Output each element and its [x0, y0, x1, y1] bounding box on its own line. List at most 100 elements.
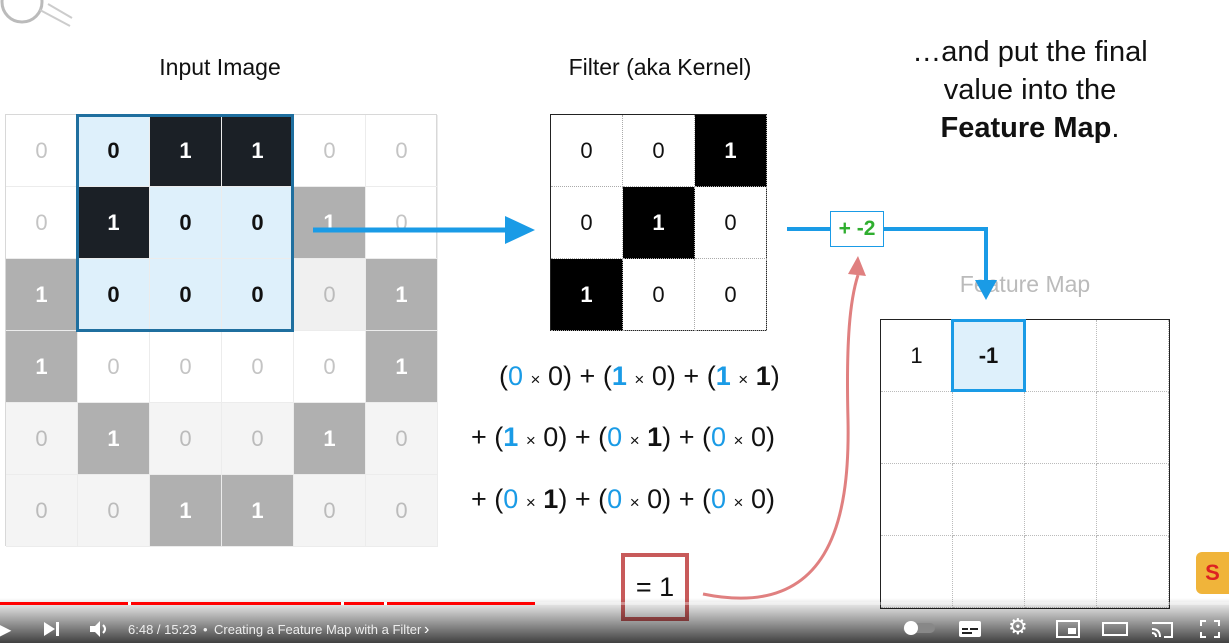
input-term: 0: [607, 484, 623, 514]
input-cell: 0: [366, 475, 438, 547]
input-cell: 0: [78, 331, 150, 403]
feature-map-cell: [1097, 392, 1169, 464]
chapter-gap-2: [341, 602, 344, 605]
progress-track[interactable]: [0, 602, 1229, 605]
caption-bold: Feature Map: [940, 112, 1112, 144]
input-term: 0: [607, 422, 623, 452]
input-cell: 0: [150, 331, 222, 403]
filter-term: 1: [755, 361, 771, 391]
close-paren: ): [766, 422, 776, 452]
close-paren: ): [666, 361, 676, 391]
subtitles-icon[interactable]: [958, 619, 982, 643]
miniplayer-icon[interactable]: [1056, 619, 1080, 643]
times-sign: ×: [525, 431, 536, 450]
input-cell: 0: [294, 259, 366, 331]
chapter-title[interactable]: Creating a Feature Map with a Filter: [214, 622, 422, 637]
cast-icon[interactable]: [1150, 619, 1174, 643]
filter-term: 0: [548, 361, 564, 391]
input-cell: 0: [78, 475, 150, 547]
open-paren: (: [701, 484, 711, 514]
input-cell: 0: [150, 259, 222, 331]
settings-gear-icon[interactable]: ⚙: [1008, 614, 1028, 639]
input-image-title: Input Image: [159, 54, 281, 80]
input-cell: 1: [6, 331, 78, 403]
video-player-controls: ▶ 6:48 / 15:23 • Creating a Feature Map …: [0, 598, 1229, 643]
chapter-gap-3: [384, 602, 387, 605]
input-cell: 1: [150, 115, 222, 187]
open-paren: (: [494, 484, 504, 514]
input-cell: 0: [78, 259, 150, 331]
filter-cell: 0: [695, 187, 767, 259]
caption-line-3: Feature Map.: [880, 109, 1180, 147]
times-sign: ×: [530, 370, 541, 389]
open-paren: (: [602, 361, 612, 391]
time-display: 6:48 / 15:23: [128, 622, 197, 637]
input-term: 0: [508, 361, 524, 391]
open-paren: (: [499, 361, 508, 391]
filter-title: Filter (aka Kernel): [568, 54, 752, 80]
theater-mode-icon[interactable]: [1102, 619, 1128, 643]
feature-map-cell: [881, 392, 953, 464]
channel-logo: [0, 0, 75, 38]
open-paren: (: [598, 484, 608, 514]
input-cell: 1: [366, 331, 438, 403]
channel-sticker: S: [1196, 552, 1229, 594]
filter-cell: 0: [623, 115, 695, 187]
filter-term: 0: [750, 422, 767, 452]
play-icon[interactable]: ▶: [0, 619, 12, 641]
progress-played: [0, 602, 535, 605]
caption-period: .: [1111, 112, 1120, 144]
input-term: 0: [503, 484, 519, 514]
input-cell: 1: [150, 475, 222, 547]
close-paren: ): [770, 361, 780, 391]
plus-sign: +: [579, 361, 596, 391]
plus-sign: +: [683, 361, 700, 391]
bias-to-feature-map-line: [884, 227, 988, 282]
times-sign: ×: [525, 493, 536, 512]
plus-sign: +: [471, 484, 487, 514]
open-paren: (: [494, 422, 504, 452]
feature-map-cell: [953, 464, 1025, 536]
close-paren: ): [558, 422, 568, 452]
result-curve-arrowhead: [848, 256, 866, 276]
input-term: 1: [715, 361, 731, 391]
input-cell: 0: [222, 331, 294, 403]
input-cell: 1: [78, 187, 150, 259]
autoplay-toggle-icon[interactable]: [902, 620, 936, 640]
close-paren: ): [662, 484, 672, 514]
feature-map-cell: [1097, 464, 1169, 536]
filter-cell: 1: [623, 187, 695, 259]
open-paren: (: [706, 361, 716, 391]
times-sign: ×: [629, 431, 640, 450]
plus-sign: +: [678, 422, 695, 452]
filter-term: 1: [647, 422, 663, 452]
times-sign: ×: [629, 493, 640, 512]
volume-icon[interactable]: [88, 619, 110, 643]
input-to-filter-arrowhead: [505, 216, 535, 244]
caption-line-1: …and put the final: [912, 36, 1148, 68]
filter-term: 1: [543, 484, 559, 514]
chevron-right-icon[interactable]: ›: [424, 621, 430, 638]
bias-box: + -2: [830, 211, 884, 247]
filter-term: 0: [651, 361, 667, 391]
filter-term: 0: [750, 484, 767, 514]
input-cell: 0: [6, 475, 78, 547]
input-term: 1: [503, 422, 519, 452]
plus-sign: +: [574, 422, 591, 452]
feature-map-cell: [953, 392, 1025, 464]
times-sign: ×: [733, 431, 744, 450]
close-paren: ): [766, 484, 776, 514]
input-cell: 0: [366, 115, 438, 187]
chapter-separator: •: [203, 622, 208, 637]
next-icon[interactable]: [42, 620, 60, 642]
fullscreen-icon[interactable]: [1199, 619, 1221, 643]
filter-cell: 0: [623, 259, 695, 331]
input-cell: 1: [294, 187, 366, 259]
input-cell: 0: [150, 403, 222, 475]
input-cell: 0: [6, 403, 78, 475]
input-cell: 0: [366, 403, 438, 475]
input-cell: 1: [294, 403, 366, 475]
input-term: 0: [710, 422, 727, 452]
